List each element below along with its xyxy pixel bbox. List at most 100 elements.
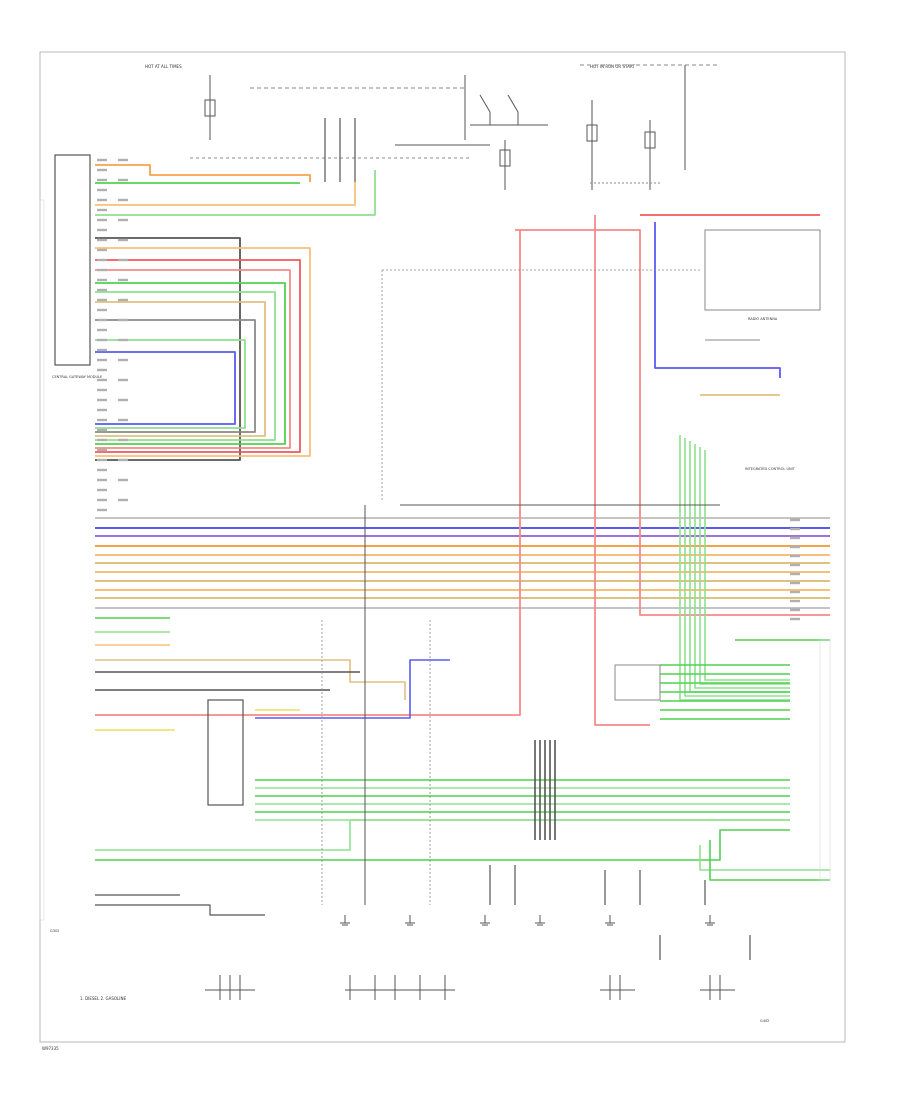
pin-color-mark bbox=[118, 418, 128, 422]
fuse-box bbox=[644, 131, 656, 149]
pin-color-mark bbox=[118, 298, 128, 302]
pin-number-mark bbox=[97, 398, 107, 402]
wire-blue-antenna bbox=[654, 222, 781, 378]
pin-number-mark bbox=[97, 168, 107, 172]
pin-color-mark bbox=[118, 198, 128, 202]
pin-color-mark bbox=[118, 238, 128, 242]
pin-color-mark bbox=[790, 572, 800, 576]
pin-number-mark bbox=[97, 308, 107, 312]
pin-color-mark bbox=[118, 498, 128, 502]
pin-color-mark bbox=[118, 218, 128, 222]
pin-number-mark bbox=[97, 328, 107, 332]
wire-orange-light bbox=[95, 182, 356, 206]
pin-color-mark bbox=[790, 545, 800, 549]
pin-color-mark bbox=[790, 527, 800, 531]
harness-green-right bbox=[704, 450, 790, 681]
pin-number-mark bbox=[97, 448, 107, 452]
wire-red-long bbox=[95, 230, 521, 716]
pin-color-mark bbox=[118, 178, 128, 182]
antenna-label: RADIO ANTENNA bbox=[748, 317, 778, 321]
harness-loop bbox=[95, 282, 286, 445]
pin-color-mark bbox=[790, 617, 800, 621]
fuse-box bbox=[499, 149, 511, 167]
harness-loop bbox=[95, 247, 311, 457]
pin-number-mark bbox=[97, 358, 107, 362]
hot-in-run-label: HOT IN RUN OR START bbox=[590, 64, 635, 69]
pin-color-mark bbox=[118, 258, 128, 262]
fuse-box bbox=[204, 99, 216, 117]
gateway-module-box bbox=[54, 154, 91, 366]
pin-color-mark bbox=[790, 599, 800, 603]
pin-number-mark bbox=[97, 278, 107, 282]
harness-loop bbox=[95, 339, 246, 429]
pin-number-mark bbox=[97, 488, 107, 492]
pin-number-mark bbox=[97, 268, 107, 272]
ground-label-left: G302 bbox=[50, 929, 59, 933]
pin-color-mark bbox=[118, 458, 128, 462]
pin-number-mark bbox=[97, 188, 107, 192]
ground-label-right: G402 bbox=[760, 1019, 769, 1023]
pin-color-mark bbox=[118, 398, 128, 402]
wire-green-lower bbox=[709, 840, 830, 881]
switch-contact bbox=[507, 94, 519, 125]
pin-number-mark bbox=[97, 378, 107, 382]
wire-green-lower bbox=[699, 845, 830, 871]
wire-orange bbox=[95, 164, 311, 182]
wire-green-lower bbox=[95, 829, 790, 861]
pin-number-mark bbox=[97, 318, 107, 322]
pin-number-mark bbox=[97, 478, 107, 482]
wire-red-loop bbox=[515, 229, 830, 616]
pin-number-mark bbox=[97, 208, 107, 212]
wire-red-ctrl bbox=[594, 215, 650, 726]
pin-color-mark bbox=[118, 278, 128, 282]
pin-color-mark bbox=[790, 608, 800, 612]
pin-color-mark bbox=[790, 518, 800, 522]
bottom-lead bbox=[95, 904, 265, 916]
pin-number-mark bbox=[97, 418, 107, 422]
pin-number-mark bbox=[97, 348, 107, 352]
control-unit-label: INTEGRATED CONTROL UNIT bbox=[745, 467, 796, 471]
harness-loop bbox=[95, 259, 301, 453]
pin-number-mark bbox=[97, 468, 107, 472]
relay-box bbox=[614, 664, 661, 701]
pin-color-mark bbox=[790, 554, 800, 558]
footnote-text: 1. DIESEL 2. GASOLINE bbox=[80, 996, 126, 1001]
harness-loop bbox=[95, 301, 266, 437]
antenna-module-box bbox=[704, 229, 821, 311]
pin-color-mark bbox=[790, 581, 800, 585]
harness-loop bbox=[95, 291, 276, 441]
pin-color-mark bbox=[118, 438, 128, 442]
pin-number-mark bbox=[97, 458, 107, 462]
pin-number-mark bbox=[97, 338, 107, 342]
harness-green-right bbox=[684, 438, 790, 697]
wire-tan-mid bbox=[95, 659, 406, 700]
pin-number-mark bbox=[97, 198, 107, 202]
pin-color-mark bbox=[790, 590, 800, 594]
pin-number-mark bbox=[97, 508, 107, 512]
pin-color-mark bbox=[790, 563, 800, 567]
harness-loop bbox=[95, 319, 256, 433]
gateway-module-label: CENTRAL GATEWAY MODULE bbox=[52, 375, 102, 379]
switch-module-box bbox=[207, 699, 244, 806]
harness-loop bbox=[95, 351, 236, 425]
harness-loop bbox=[95, 237, 241, 461]
harness-green-right bbox=[699, 447, 790, 685]
pin-color-mark bbox=[118, 358, 128, 362]
wire-green-lower bbox=[95, 819, 790, 851]
pin-color-mark bbox=[118, 158, 128, 162]
pin-number-mark bbox=[97, 368, 107, 372]
pin-number-mark bbox=[97, 408, 107, 412]
page-number: W97335 bbox=[42, 1046, 59, 1051]
fuse-box bbox=[586, 124, 598, 142]
pin-color-mark bbox=[118, 378, 128, 382]
harness-green-right bbox=[694, 444, 790, 689]
pin-color-mark bbox=[790, 536, 800, 540]
switch-contact bbox=[479, 94, 491, 125]
harness-green-right bbox=[679, 435, 790, 701]
pin-number-mark bbox=[97, 228, 107, 232]
pin-number-mark bbox=[97, 178, 107, 182]
pin-number-mark bbox=[97, 298, 107, 302]
pin-number-mark bbox=[97, 428, 107, 432]
